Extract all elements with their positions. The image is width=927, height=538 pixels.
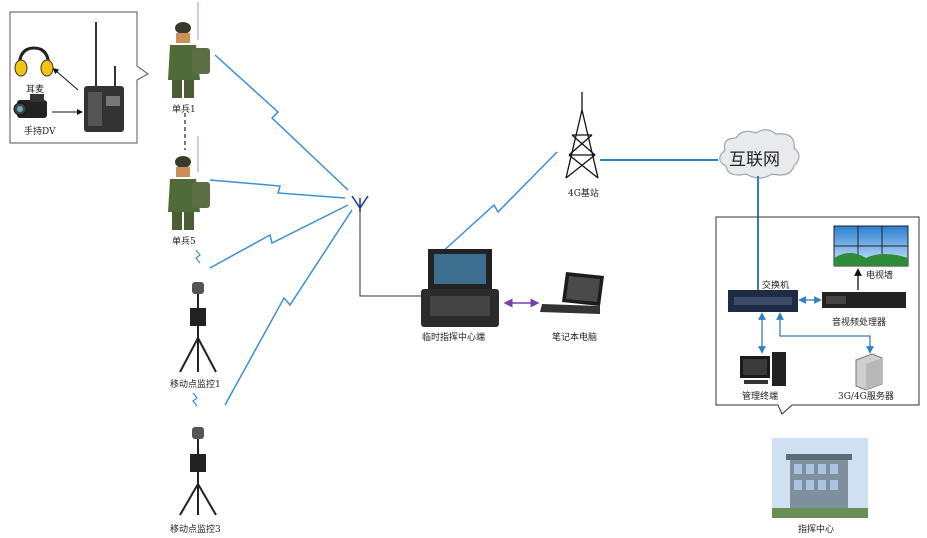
video-wall-icon [833, 225, 909, 267]
server-icon [855, 353, 883, 391]
headset-icon [14, 46, 54, 77]
building-icon [772, 438, 868, 518]
antenna-icon [351, 195, 369, 212]
headset-arrow [52, 68, 79, 91]
desktop-computer-icon [740, 352, 786, 386]
soldier-1-label: 单兵1 [172, 105, 196, 115]
backpack-transmitter-icon [84, 22, 124, 132]
soldier-5-label: 单兵5 [172, 237, 196, 247]
command-center-label: 指挥中心 [798, 525, 835, 535]
temp-command-center-label: 临时指挥中心端 [422, 333, 486, 343]
management-terminal-label: 管理终端 [742, 392, 779, 402]
switch-server-arrow [776, 312, 874, 354]
tripod-camera-1-icon [179, 282, 217, 373]
antenna-cable [359, 212, 421, 297]
wireless-beams [209, 54, 558, 406]
command-center-callout [715, 216, 920, 415]
small-signal-icon [195, 249, 201, 264]
internet-label: 互联网 [729, 150, 780, 170]
internet-cloud-icon [719, 129, 800, 179]
tripod-camera-3-icon [179, 427, 217, 516]
monitor-3-label: 移动点监控3 [170, 525, 221, 535]
switch-label: 交换机 [762, 281, 790, 291]
av-processor-label: 音视频处理器 [832, 318, 887, 328]
headset-label: 耳麦 [26, 85, 45, 95]
camcorder-icon [13, 94, 47, 118]
base-station-label: 4G基站 [568, 189, 599, 199]
av-processor-icon [822, 292, 906, 308]
video-wall-label: 电视墙 [866, 271, 894, 281]
soldier-1-icon [168, 2, 210, 98]
network-switch-icon [728, 290, 798, 312]
laptop-label: 笔记本电脑 [552, 333, 598, 343]
cell-tower-icon [565, 92, 599, 179]
server-label: 3G/4G服务器 [838, 392, 894, 402]
command-case-icon [421, 249, 499, 327]
laptop-icon [540, 272, 604, 314]
small-signal-icon [192, 392, 198, 407]
monitor-1-label: 移动点监控1 [170, 380, 221, 390]
dv-label: 手持DV [24, 127, 56, 137]
soldier-5-icon [168, 136, 210, 230]
